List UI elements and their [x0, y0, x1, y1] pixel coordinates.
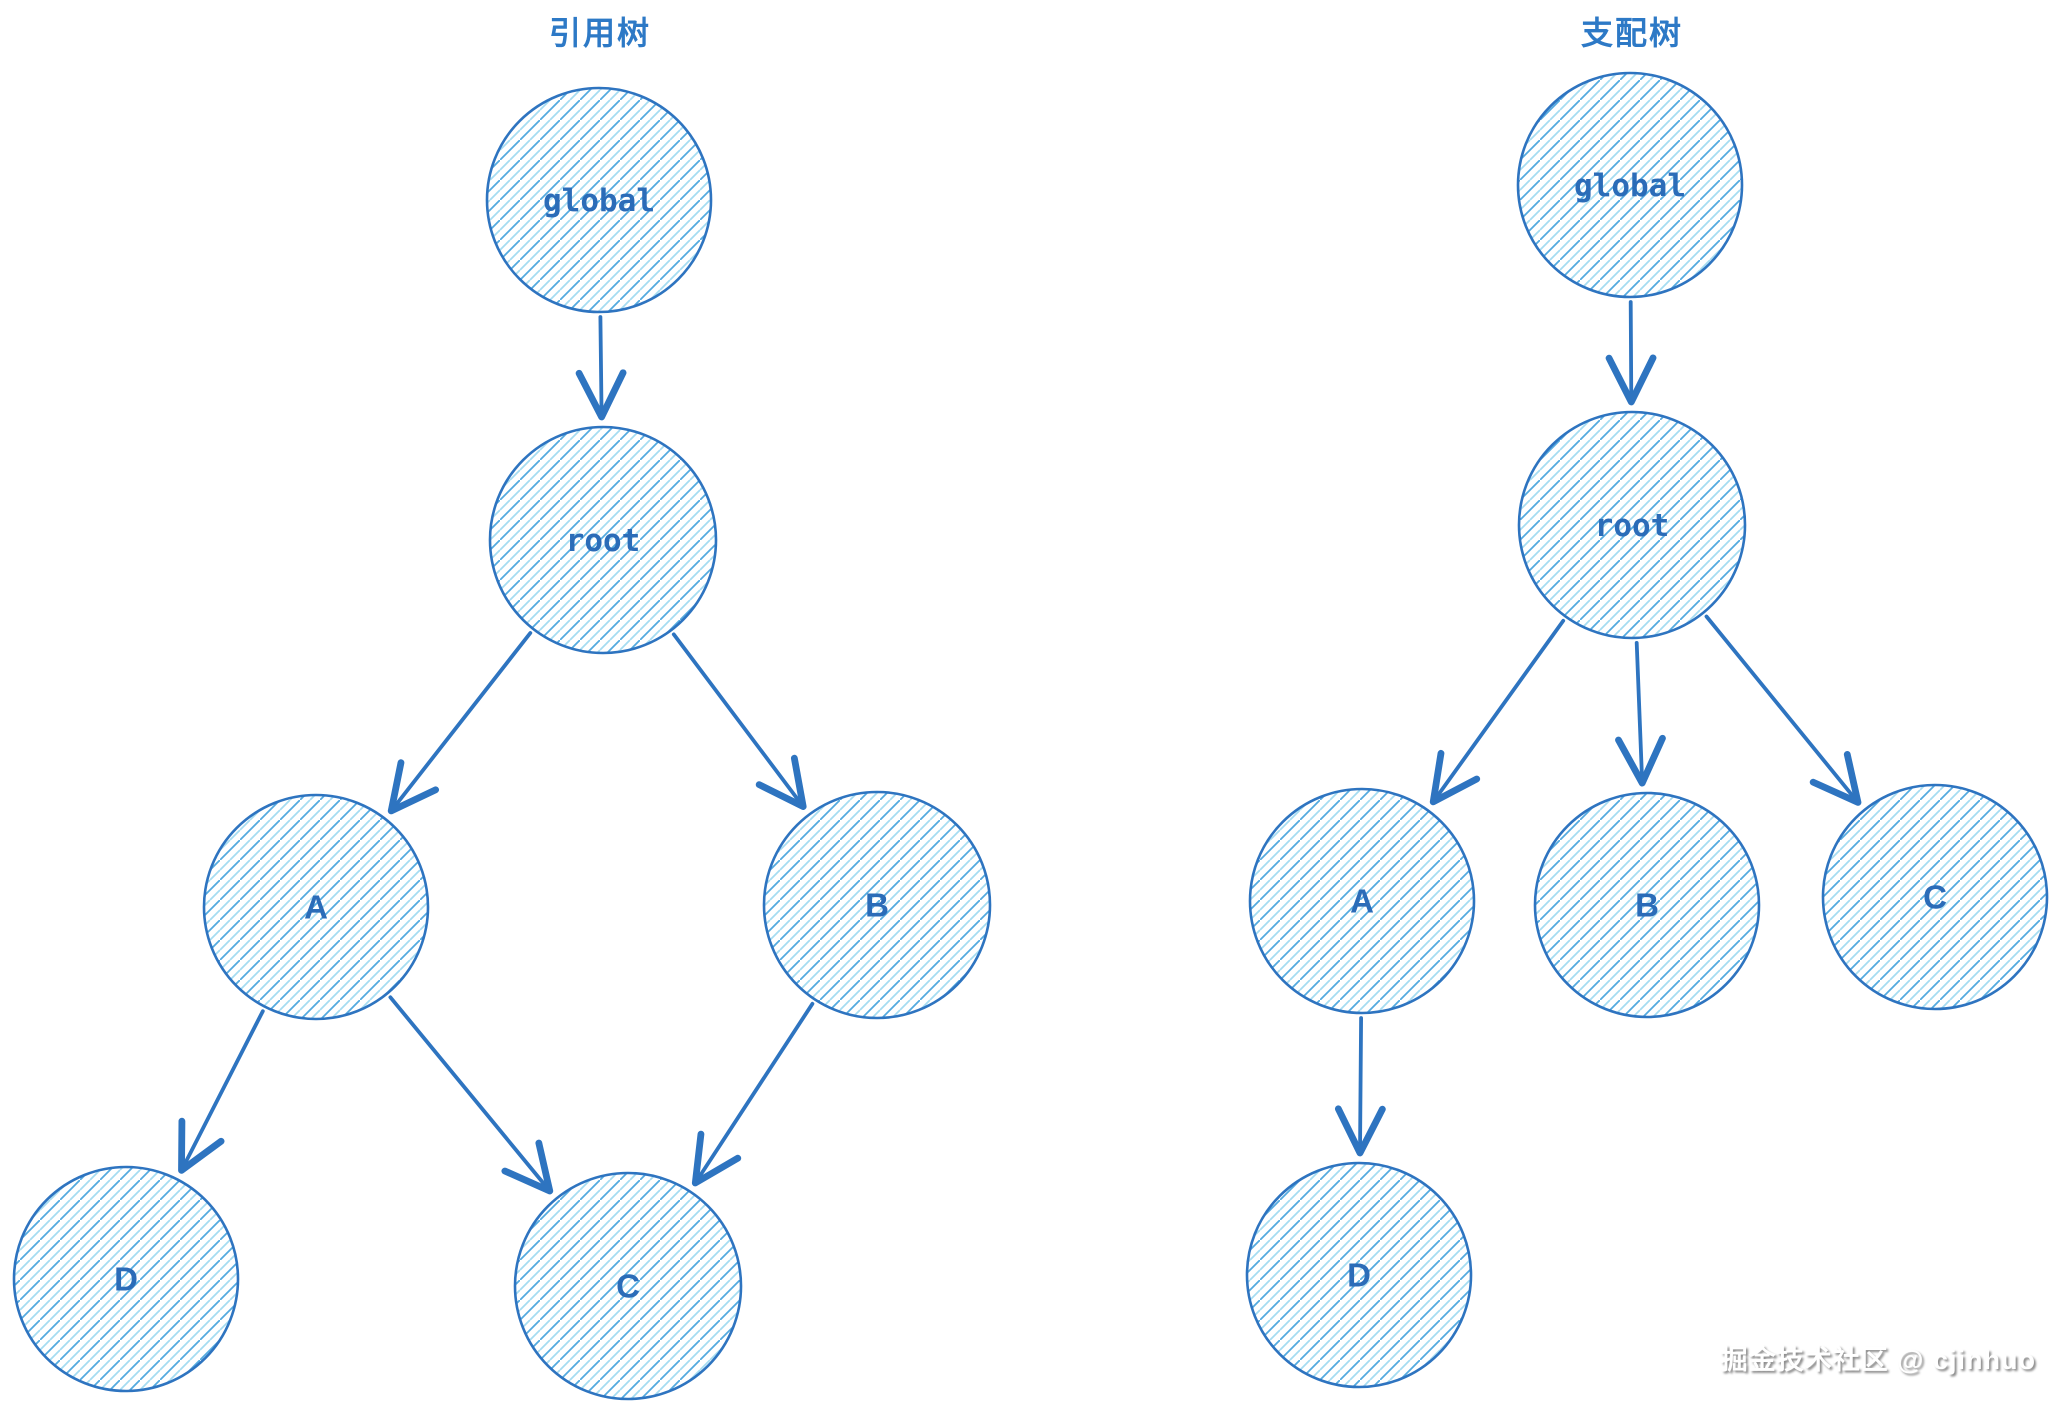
reference-tree-node-circle-A	[202, 793, 430, 1021]
dominator-tree-node-label-C: C	[1923, 879, 1947, 916]
edge-dominator-tree-global-root	[1605, 300, 1657, 406]
reference-tree-node-D: D	[12, 1165, 240, 1393]
reference-tree-node-label-C: C	[616, 1268, 640, 1305]
edge-reference-tree-A-D	[178, 1009, 265, 1174]
dominator-tree-node-C: C	[1821, 783, 2049, 1011]
edge-reference-tree-global-root	[575, 315, 627, 421]
dominator-tree-node-circle-B	[1533, 791, 1761, 1019]
reference-tree-node-B: B	[762, 790, 992, 1020]
dominator-tree-node-circle-global	[1516, 71, 1744, 299]
reference-tree-node-circle-C	[513, 1171, 743, 1401]
reference-tree-node-circle-global	[485, 86, 713, 314]
dominator-tree-node-label-global: global	[1574, 168, 1686, 204]
reference-tree-node-C: C	[513, 1171, 743, 1401]
reference-tree-node-circle-B	[762, 790, 992, 1020]
edge-reference-tree-A-C	[388, 995, 554, 1195]
dominator-tree-node-root: root	[1517, 410, 1747, 640]
reference-tree-node-label-D: D	[114, 1261, 138, 1298]
reference-tree-node-A: A	[202, 793, 430, 1021]
dominator-tree-node-global: global	[1516, 71, 1744, 299]
edge-dominator-tree-root-B	[1615, 641, 1666, 787]
edge-dominator-tree-root-C	[1704, 614, 1862, 806]
dominator-tree-node-A: A	[1248, 787, 1476, 1015]
dominator-tree-node-label-A: A	[1350, 883, 1374, 920]
reference-tree-node-label-global: global	[543, 183, 655, 219]
watermark: 掘金技术社区 @ cjinhuo	[1720, 1345, 2036, 1375]
reference-tree-node-label-A: A	[304, 889, 328, 926]
reference-tree-node-circle-D	[12, 1165, 240, 1393]
dominator-tree-node-circle-D	[1245, 1161, 1473, 1389]
reference-tree-node-label-B: B	[865, 887, 889, 924]
reference-tree-node-global: global	[485, 86, 713, 314]
edge-reference-tree-root-A	[387, 631, 533, 815]
dominator-tree-node-label-D: D	[1347, 1257, 1371, 1294]
dominator-tree-node-circle-root	[1517, 410, 1747, 640]
dominator-tree-node-B: B	[1533, 791, 1761, 1019]
dominator-tree-node-circle-A	[1248, 787, 1476, 1015]
edge-dominator-tree-root-A	[1429, 618, 1566, 806]
reference-tree-node-root: root	[488, 425, 718, 655]
edge-dominator-tree-A-D	[1334, 1016, 1386, 1157]
edge-reference-tree-root-B	[671, 632, 807, 810]
reference-tree-title: 引用树	[548, 15, 652, 51]
dominator-tree-node-label-B: B	[1635, 887, 1659, 924]
dominator-tree-node-label-root: root	[1595, 508, 1670, 544]
edge-reference-tree-B-C	[691, 1001, 815, 1187]
reference-tree-node-circle-root	[488, 425, 718, 655]
dominator-tree-title: 支配树	[1580, 15, 1684, 51]
dominator-tree-node-circle-C	[1821, 783, 2049, 1011]
dominator-tree-node-D: D	[1245, 1161, 1473, 1389]
reference-tree-node-label-root: root	[566, 523, 641, 559]
